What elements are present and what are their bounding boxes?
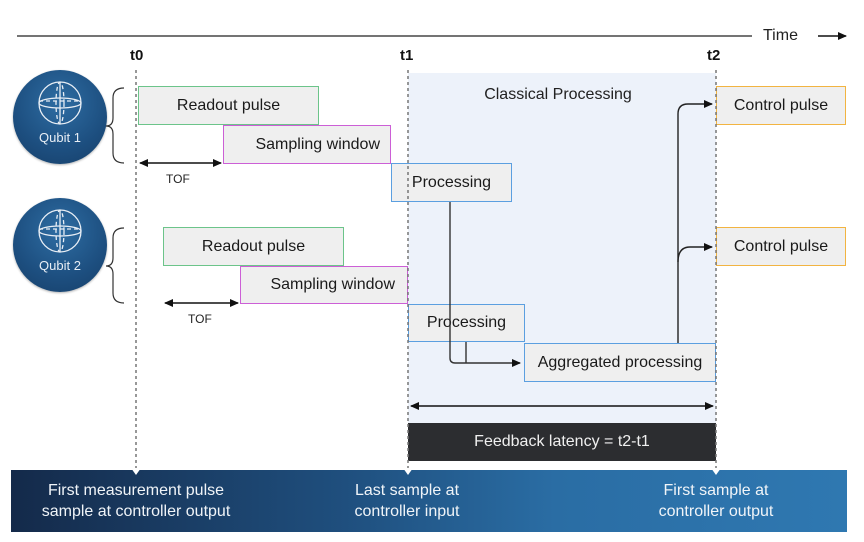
aggregated-processing: Aggregated processing [524,343,716,382]
controller-band [11,470,847,532]
qubit-1-tof-label: TOF [166,172,190,186]
classical-processing-title: Classical Processing [484,86,632,103]
bloch-sphere-icon [38,209,82,253]
qubit-2-node: Qubit 2 [13,198,107,292]
t1-pointer-icon [403,468,413,475]
aggregated-to-control-2-connector [677,243,713,263]
qubit-1-readout-pulse: Readout pulse [138,86,319,125]
processing-1-to-aggregated-connector [449,202,521,367]
t0-pointer-icon [131,468,141,475]
band-label-last-sample: Last sample at controller input [327,480,487,522]
qubit-1-label: Qubit 1 [39,130,81,145]
qubit-1-control-pulse: Control pulse [716,86,846,125]
band-label-first-sample: First sample at controller output [636,480,796,522]
marker-t1: t1 [400,47,414,64]
band-label-line: controller output [658,503,774,520]
t2-pointer-icon [711,468,721,475]
band-label-line: First sample at [663,482,769,499]
qubit-2-control-pulse: Control pulse [716,227,846,266]
qubit-2-tof-label: TOF [188,312,212,326]
qubit-2-label: Qubit 2 [39,258,81,273]
band-label-line: Last sample at [354,482,460,499]
band-label-line: controller input [354,503,460,520]
bloch-sphere-icon [38,81,82,125]
aggregated-to-control-1-connector [677,100,713,343]
time-axis-label: Time [763,27,798,44]
qubit-2-sampling-window: Sampling window [240,266,408,304]
qubit-2-brace-icon [105,227,125,304]
qubit-1-brace-icon [105,87,125,164]
band-label-line: sample at controller output [41,503,231,520]
qubit-2-readout-pulse: Readout pulse [163,227,344,266]
band-label-line: First measurement pulse [47,482,225,499]
band-label-first-measurement: First measurement pulse sample at contro… [26,480,246,522]
marker-t2: t2 [707,47,721,64]
qubit-1-node: Qubit 1 [13,70,107,164]
marker-t0: t0 [130,47,144,64]
qubit-1-sampling-window: Sampling window [223,125,391,164]
qubit-1-processing: Processing [391,163,512,202]
feedback-latency-bar: Feedback latency = t2-t1 [408,423,716,461]
